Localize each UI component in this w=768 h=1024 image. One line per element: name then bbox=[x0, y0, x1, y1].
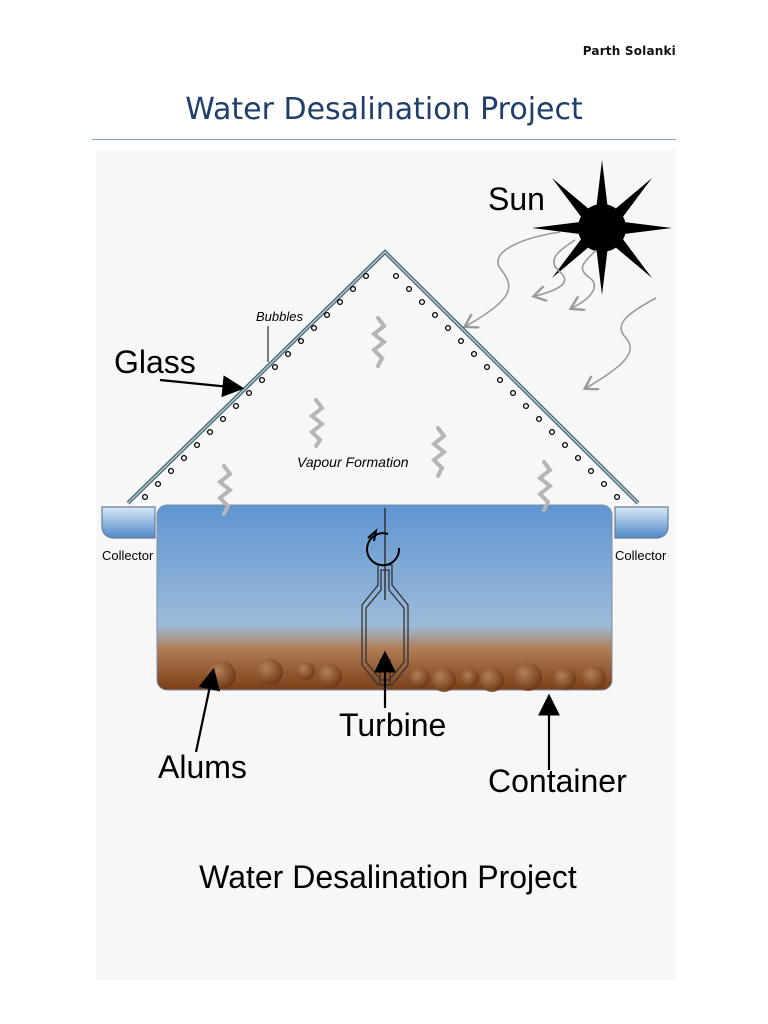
sun-rays bbox=[466, 231, 657, 388]
vapour-label: Vapour Formation bbox=[297, 454, 409, 470]
turbine-label: Turbine bbox=[339, 707, 446, 743]
alum-sediment bbox=[208, 659, 606, 692]
figure-caption: Water Desalination Project bbox=[199, 859, 577, 895]
bubbles-label: Bubbles bbox=[256, 309, 303, 324]
collector-right-label: Collector bbox=[615, 548, 667, 563]
sun-label: Sun bbox=[488, 181, 545, 217]
container-label: Container bbox=[488, 763, 627, 799]
glass-arrow bbox=[159, 375, 245, 398]
alums-label: Alums bbox=[158, 749, 247, 785]
page-title: Water Desalination Project bbox=[185, 92, 583, 127]
glass-label: Glass bbox=[114, 344, 196, 380]
collector-right bbox=[614, 506, 669, 539]
title-divider bbox=[92, 139, 676, 140]
alums-arrow bbox=[194, 667, 221, 753]
author-name: Parth Solanki bbox=[582, 44, 676, 58]
collector-left bbox=[101, 506, 156, 539]
sun-icon bbox=[532, 160, 672, 295]
vapour-squiggles bbox=[216, 316, 554, 516]
glass-roof bbox=[126, 249, 640, 505]
collector-left-label: Collector bbox=[102, 548, 154, 563]
condensation-bubbles bbox=[141, 272, 621, 501]
